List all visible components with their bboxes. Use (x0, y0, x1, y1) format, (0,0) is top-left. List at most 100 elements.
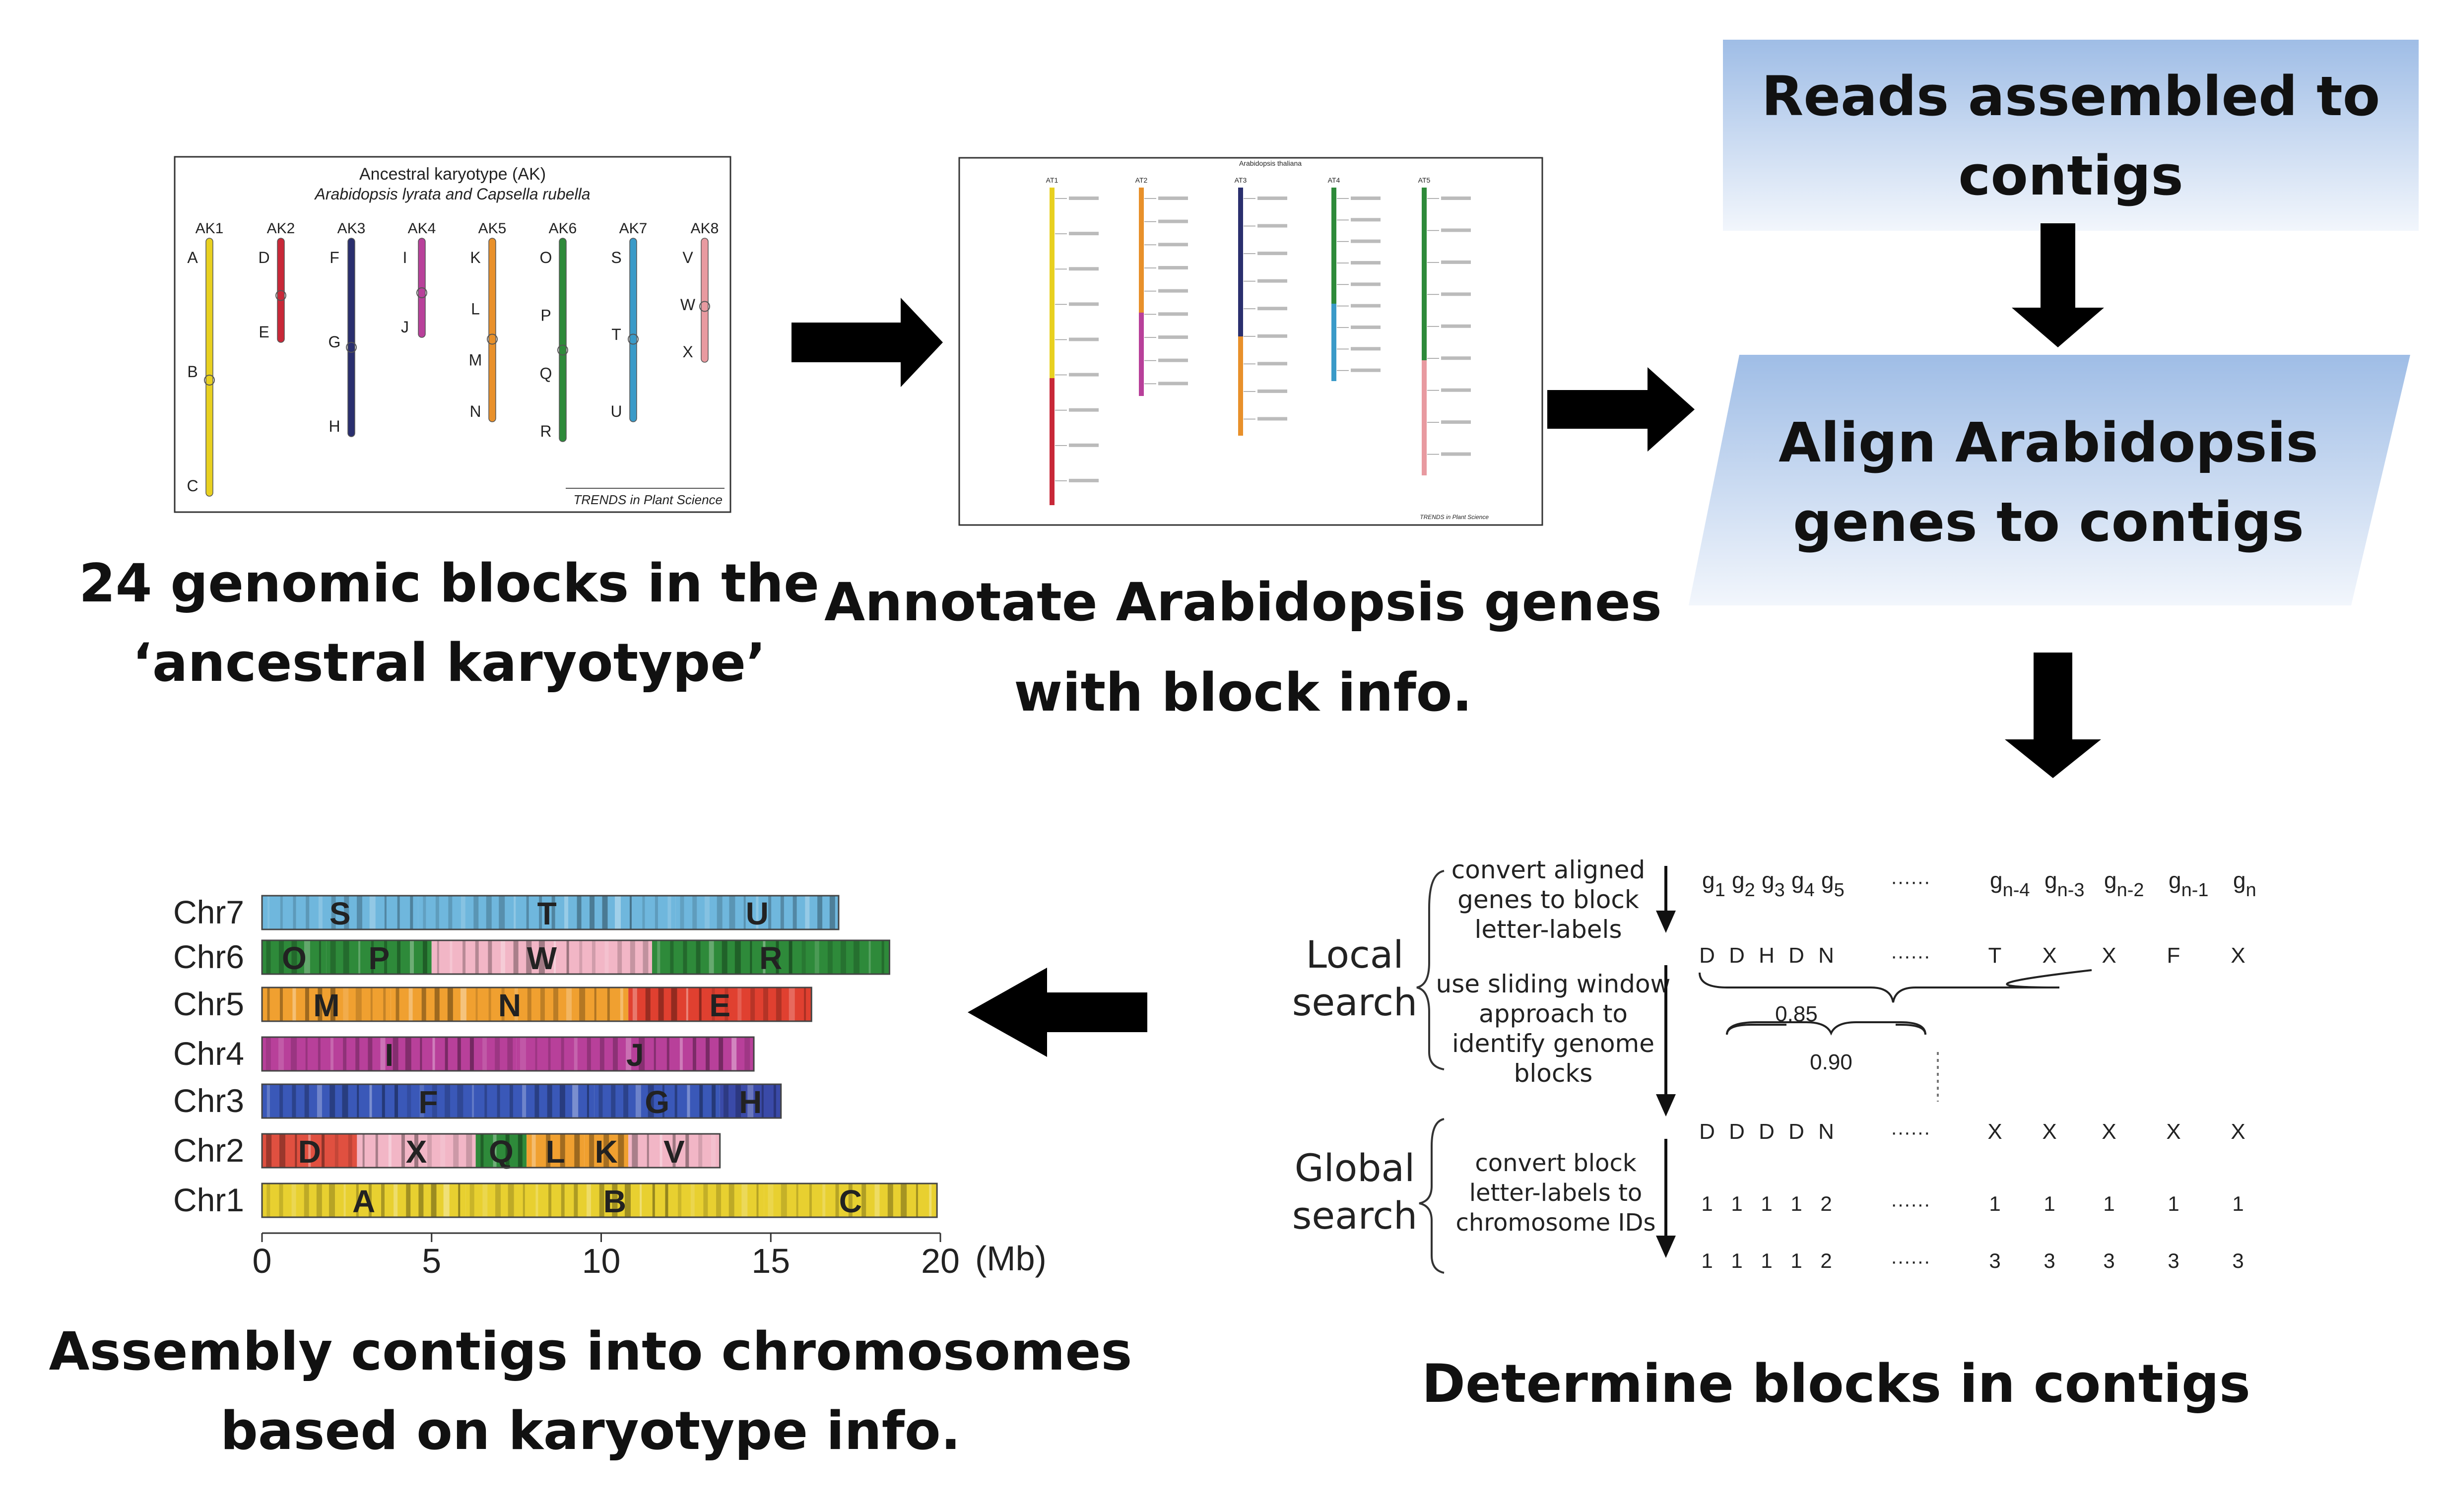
chrom-stripe (437, 940, 439, 974)
chrom-stripe (725, 987, 728, 1021)
ak-chrom-name: AK5 (478, 220, 507, 237)
chrom-block-fill (431, 940, 653, 974)
at-gene-label (1257, 417, 1287, 421)
chrom-stripe (594, 987, 596, 1021)
chrom-block-fill (262, 1037, 517, 1071)
at-credit: TRENDS in Plant Science (1420, 514, 1489, 521)
chrom-stripe (579, 987, 586, 1021)
chrom-stripe (317, 1084, 322, 1118)
chrom-stripe (792, 896, 797, 929)
chrom-stripe (535, 1037, 537, 1071)
chrom-stripe (574, 1183, 578, 1217)
at-gene-label (1351, 347, 1381, 351)
at-gene-label (1158, 219, 1188, 223)
block-letter: X (1987, 1119, 2002, 1144)
chrom-stripe (547, 1084, 552, 1118)
block-letter: X (2166, 1119, 2180, 1144)
chrom-stripe (686, 987, 688, 1021)
determine-panel: Local search Global search convert align… (1292, 855, 2256, 1274)
chrom-stripe (475, 940, 479, 974)
gene-label: gn-4 (1990, 867, 2030, 901)
chrom-stripe (480, 1134, 484, 1168)
block-letter: D (1729, 1119, 1745, 1144)
chrom-stripe (756, 896, 759, 929)
chrom-stripe (497, 1084, 500, 1118)
chrom-stripe (624, 1183, 631, 1217)
at-gene-label (1351, 282, 1381, 286)
chrom-stripe (499, 896, 505, 929)
chrom-stripe (729, 896, 735, 929)
ak-centromere (275, 290, 286, 301)
chrom-stripe (343, 940, 349, 974)
chrom-stripe (410, 940, 414, 974)
at-gene-label (1257, 389, 1287, 393)
ak-block-label: H (329, 417, 340, 435)
note3-line3: chromosome IDs (1455, 1209, 1655, 1237)
block-letter: D (1788, 1119, 1804, 1144)
chrom-stripe (548, 1037, 551, 1071)
chrom-block-label: V (663, 1134, 685, 1170)
chrom-stripe (554, 940, 556, 974)
chrom-block-label: I (385, 1037, 394, 1073)
ak-chrom-bar (205, 238, 213, 497)
at-gene-label (1351, 326, 1381, 329)
chrom-stripe (579, 940, 583, 974)
chrom-stripe (887, 1183, 893, 1217)
chrom-stripe (540, 987, 545, 1021)
chrom-stripe (500, 940, 505, 974)
chrom-block-label: W (527, 940, 557, 976)
chrom-stripe (266, 1183, 270, 1217)
at-chrom-seg (1238, 336, 1243, 436)
chrom-stripe (629, 896, 632, 929)
local-brace (1416, 870, 1445, 1070)
ak-subtitle: Arabidopsis lyrata and Capsella rubella (314, 185, 591, 203)
chrom-stripe (318, 1037, 321, 1071)
chrom-stripe (574, 1134, 580, 1168)
chrom-stripe (266, 1084, 270, 1118)
chrom-stripe (267, 896, 270, 929)
chrom-stripe (406, 1183, 411, 1217)
block-letter: D (1759, 1119, 1775, 1144)
chrom-label: Chr4 (173, 1035, 244, 1072)
ak-centromere (204, 375, 215, 386)
chrom-stripe (672, 1134, 676, 1168)
global-brace (1419, 1118, 1445, 1274)
chrom-stripe (611, 1084, 616, 1118)
chrom-stripe (566, 940, 569, 974)
chrom-block-fill (262, 1134, 357, 1168)
ak-chrom-bar (701, 238, 709, 363)
chrom-stripe (355, 1037, 360, 1071)
block-letter: D (1729, 943, 1745, 968)
gene-ellipsis: ······ (1891, 871, 1930, 893)
chrom-label: Chr3 (173, 1082, 244, 1119)
chrom-bar-outline (261, 1133, 721, 1169)
chrom-stripe (520, 1037, 526, 1071)
chrom-stripe (704, 896, 710, 929)
chrom-block: P (326, 940, 432, 976)
chrom-block-fill (720, 1084, 781, 1118)
chrom-stripe (488, 940, 492, 974)
chrom-stripe (829, 896, 835, 929)
chrom-stripe (809, 1183, 812, 1217)
chrom-stripe (561, 1183, 565, 1217)
chrom-stripe (804, 987, 806, 1021)
chrom-stripe (680, 896, 684, 929)
chrom-block: G (594, 1084, 720, 1120)
chrom-stripe (440, 1134, 446, 1168)
chrom-stripe (840, 940, 846, 974)
chrom-stripe (305, 987, 309, 1021)
ak-block-label: M (469, 351, 482, 369)
chrom-block: V (628, 1134, 720, 1170)
chrom-stripe (671, 987, 677, 1021)
x-tick-label: 20 (921, 1242, 960, 1280)
chrom-stripe (719, 1037, 724, 1071)
chrom-block-label: P (368, 940, 390, 976)
chrom-stripe (761, 1084, 764, 1118)
arrow-down-1 (2012, 223, 2104, 347)
chrom-stripe (801, 940, 806, 974)
gene-label: gn-2 (2104, 867, 2144, 901)
at-gene-label (1069, 302, 1099, 306)
chrom-stripe (539, 896, 542, 929)
chrom-bar-outline (261, 1083, 782, 1119)
